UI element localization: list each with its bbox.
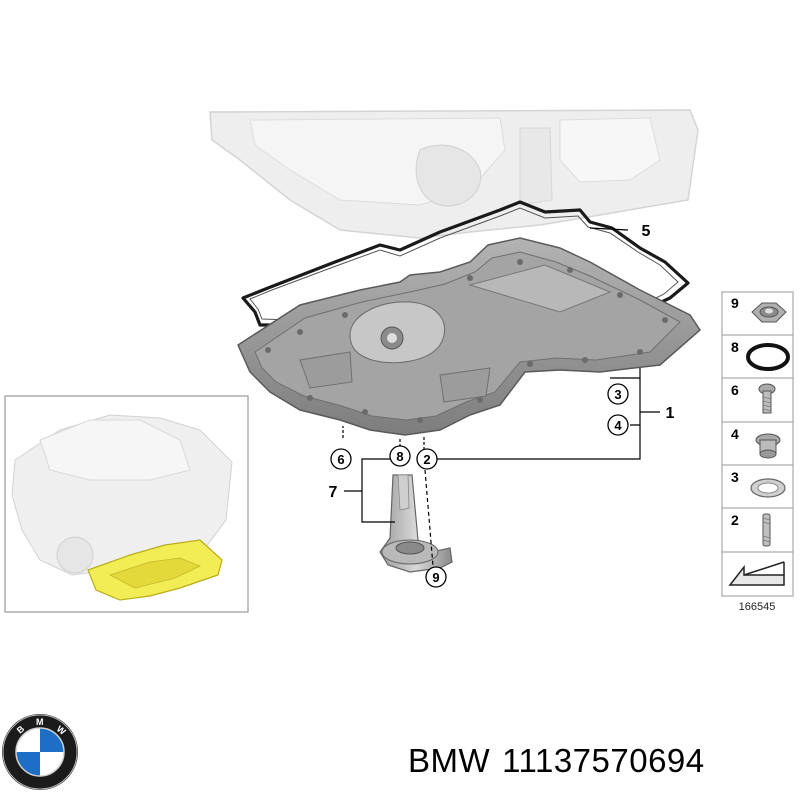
- bolt-icon: [758, 383, 776, 414]
- callout-3: 3: [607, 383, 629, 405]
- callout-4: 4: [607, 414, 629, 436]
- svg-text:7: 7: [329, 484, 338, 501]
- o-ring-icon: [746, 343, 790, 371]
- svg-text:2: 2: [731, 512, 739, 528]
- svg-text:9: 9: [432, 570, 439, 585]
- oil-pickup: [379, 474, 453, 573]
- callouts: 5 1 3 4 6 8 2 7 9: [329, 223, 675, 588]
- callout-5: 5: [642, 223, 651, 240]
- svg-text:4: 4: [614, 418, 622, 433]
- stud-pin-icon: [762, 513, 771, 547]
- svg-text:6: 6: [731, 382, 739, 398]
- svg-text:8: 8: [396, 449, 403, 464]
- sealing-ring-icon: [750, 478, 786, 498]
- parts-legend: 9 8 6 4 3 2: [721, 291, 794, 613]
- direction-arrow-icon: [728, 561, 785, 586]
- svg-text:3: 3: [614, 387, 621, 402]
- svg-text:5: 5: [642, 223, 651, 240]
- callout-9: 9: [425, 566, 447, 588]
- caption-part-number: 11137570694: [502, 742, 705, 779]
- bmw-logo: B M W: [2, 714, 78, 790]
- svg-text:1: 1: [666, 405, 675, 422]
- callout-8: 8: [389, 445, 411, 467]
- part-caption: BMW 11137570694: [408, 742, 705, 780]
- svg-text:3: 3: [731, 469, 739, 485]
- hex-nut-icon: [751, 302, 787, 323]
- oil-pan: [237, 237, 701, 436]
- svg-text:B: B: [15, 723, 27, 735]
- caption-brand: BMW: [408, 742, 491, 779]
- drain-plug-icon: [755, 433, 781, 459]
- svg-text:4: 4: [731, 426, 739, 442]
- engine-block-ghost: [209, 109, 699, 239]
- svg-text:6: 6: [337, 452, 344, 467]
- callout-7: 7: [329, 484, 338, 501]
- svg-text:8: 8: [731, 339, 739, 355]
- svg-text:9: 9: [731, 295, 739, 311]
- svg-text:2: 2: [423, 452, 430, 467]
- diagram-reference-number: 166545: [739, 601, 776, 613]
- callout-6: 6: [330, 448, 352, 470]
- leader-lines: [342, 227, 660, 567]
- svg-text:M: M: [36, 717, 44, 727]
- engine-inset: [4, 395, 249, 613]
- callout-1: 1: [666, 405, 675, 422]
- callout-2: 2: [416, 448, 438, 470]
